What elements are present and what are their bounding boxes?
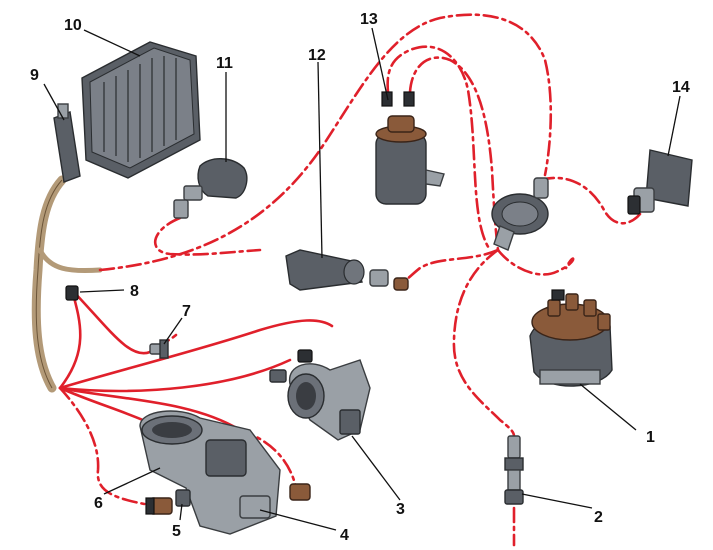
map-sensor-icon: [627, 149, 693, 215]
coolant-temp-sensor-icon: [173, 158, 248, 219]
label-8: 8: [130, 283, 139, 300]
harness-connector-icon: [65, 285, 79, 301]
label-11: 11: [216, 55, 233, 72]
label-5: 5: [172, 523, 181, 540]
label-13: 13: [360, 11, 378, 28]
knock-sensor-icon: [149, 339, 169, 359]
wire-bottom-left-1: [58, 386, 152, 507]
ecu-connector-icon: [53, 103, 81, 183]
harness-branch: [37, 247, 103, 274]
label-6: 6: [94, 495, 103, 512]
label-2: 2: [594, 509, 603, 526]
throttle-position-sensor-icon: [145, 497, 173, 515]
wire-coil-a: [386, 45, 492, 252]
label-9: 9: [30, 67, 39, 84]
wire-hub-to-distributor: [496, 248, 575, 276]
label-4: 4: [340, 527, 349, 544]
connector-hub-icon: [491, 177, 549, 251]
label-1: 1: [646, 429, 655, 446]
distributor-icon: [529, 289, 613, 387]
leader-lines: [43, 27, 681, 531]
throttle-body-upper-icon: [269, 349, 371, 441]
injector-icon: [285, 249, 409, 291]
oxygen-sensor-icon: [504, 435, 524, 505]
throttle-connector-icon: [289, 483, 311, 501]
throttle-body-icon: [139, 410, 281, 535]
part-labels: 10 9 11 12 13 14 8 7 1 2 3 4 5 6: [30, 11, 690, 544]
idle-air-valve-icon: [175, 489, 191, 507]
wiring-harness: [31, 13, 642, 547]
wire-fan-3: [58, 319, 334, 390]
ignition-coil-icon: [375, 91, 445, 205]
label-12: 12: [308, 47, 326, 64]
label-14: 14: [672, 79, 690, 96]
wire-fan-1: [58, 288, 82, 390]
wire-hub-to-o2: [452, 248, 516, 438]
wire-to-sensor-11: [153, 216, 262, 256]
wire-hub-to-map: [538, 176, 642, 225]
wire-harness-to-top: [98, 13, 553, 272]
wire-fan-4: [58, 358, 292, 393]
label-3: 3: [396, 501, 405, 518]
ecu-icon: [81, 41, 201, 179]
label-7: 7: [182, 303, 191, 320]
wire-fan-5: [58, 386, 242, 432]
wire-hub-to-injector: [396, 248, 500, 287]
wire-fan-2: [70, 288, 152, 355]
label-10: 10: [64, 17, 82, 34]
